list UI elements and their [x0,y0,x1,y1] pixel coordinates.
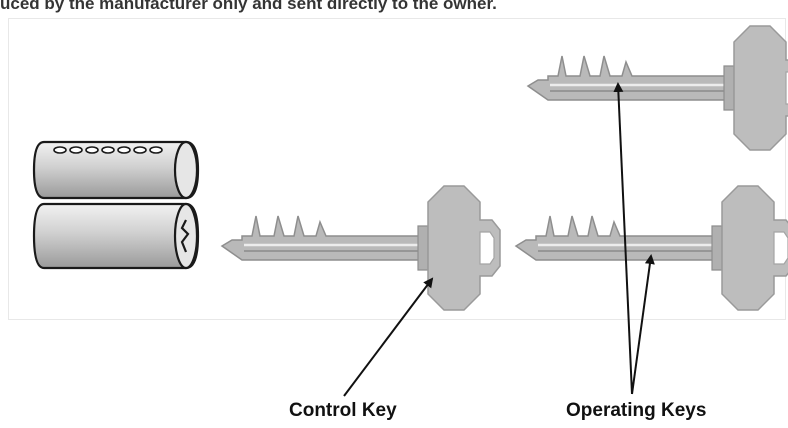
operating-key-arrow-bottom [631,254,655,395]
operating-keys-label: Operating Keys [566,400,707,421]
control-key-icon [220,184,502,312]
operating-key-arrow-top [613,82,633,395]
lock-cylinder-icon [32,140,200,270]
control-key-arrow [343,277,434,397]
top-caption-partial: uced by the manufacturer only and sent d… [0,0,497,13]
operating-key-icon-bottom [514,184,788,312]
control-key-label: Control Key [289,400,397,421]
operating-key-icon-top [526,24,788,152]
